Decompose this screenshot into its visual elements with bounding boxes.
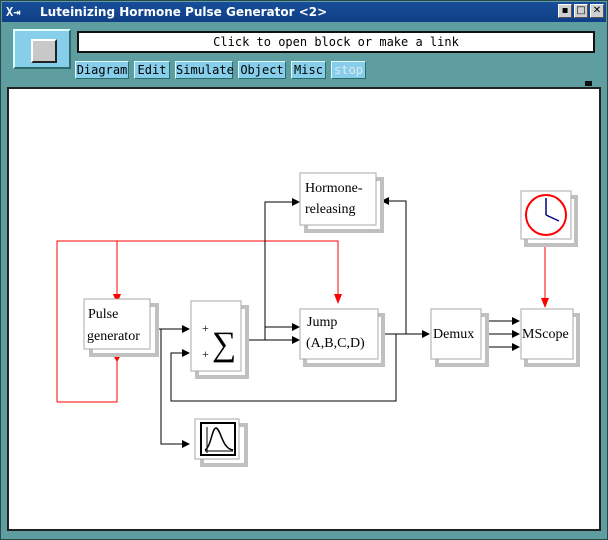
activation-link-to-pulse[interactable] [56, 240, 121, 402]
toolbar-area: Click to open block or make a link Diagr… [3, 23, 605, 87]
sum-plus-2: + [202, 347, 209, 361]
menu-simulate[interactable]: Simulate [175, 61, 234, 79]
maximize-button[interactable]: □ [574, 4, 588, 18]
activation-link-to-jump[interactable] [117, 240, 342, 304]
window-title: Luteinizing Hormone Pulse Generator <2> [40, 5, 328, 19]
scope-block[interactable] [194, 418, 248, 467]
pulse-generator-label-2: generator [87, 329, 140, 344]
close-button[interactable]: ✕ [590, 4, 604, 18]
clock-icon [525, 194, 567, 236]
menu-object[interactable]: Object [238, 61, 286, 79]
regular-links[interactable] [154, 197, 520, 448]
diagram-svg[interactable]: Pulse generator + + ∑ Jump (A,B,C,D) Hor… [9, 89, 599, 529]
jump-label-1: Jump [307, 315, 337, 330]
window-menu-icon[interactable]: X⇥ [6, 5, 21, 19]
menu-misc[interactable]: Misc [291, 61, 326, 79]
menu-diagram[interactable]: Diagram [75, 61, 129, 79]
menu-edit[interactable]: Edit [134, 61, 170, 79]
stop-button[interactable]: stop [331, 61, 366, 79]
status-message: Click to open block or make a link [77, 31, 595, 53]
mscope-label: MScope [522, 327, 569, 342]
pulse-generator-block[interactable]: Pulse generator [83, 298, 159, 357]
link-hormone-to-jump[interactable] [264, 202, 300, 331]
link-jump-feedback-sum[interactable] [170, 334, 397, 402]
link-jump-to-hormone[interactable] [264, 198, 300, 340]
pulse-generator-label-1: Pulse [88, 307, 118, 322]
activation-link-pulse-loop[interactable] [57, 355, 118, 403]
jump-label-2: (A,B,C,D) [306, 336, 365, 351]
demux-block[interactable]: Demux [430, 308, 489, 367]
title-bar[interactable]: X⇥ Luteinizing Hormone Pulse Generator <… [2, 2, 606, 22]
scope-plot-icon [200, 422, 236, 456]
minimize-button[interactable]: ▪ [558, 4, 572, 18]
sum-sigma-icon: ∑ [212, 326, 236, 363]
activation-links[interactable] [56, 240, 549, 403]
link-pulse-to-scope[interactable] [160, 329, 190, 448]
demux-label: Demux [433, 327, 474, 342]
diagram-canvas[interactable]: Pulse generator + + ∑ Jump (A,B,C,D) Hor… [7, 87, 601, 531]
mscope-block[interactable]: MScope [520, 308, 580, 367]
resize-marker [585, 81, 592, 86]
hormone-releasing-block[interactable]: Hormone- releasing [299, 172, 384, 233]
sum-block[interactable]: + + ∑ [190, 300, 249, 379]
sum-plus-1: + [202, 321, 209, 335]
zoom-square-icon [31, 39, 57, 63]
zoom-button[interactable] [13, 29, 71, 69]
clock-block[interactable] [520, 190, 578, 247]
link-jump-feedback-hormone[interactable] [381, 197, 407, 334]
hormone-label-1: Hormone- [305, 181, 363, 196]
hormone-label-2: releasing [305, 202, 356, 217]
jump-block[interactable]: Jump (A,B,C,D) [299, 308, 385, 367]
